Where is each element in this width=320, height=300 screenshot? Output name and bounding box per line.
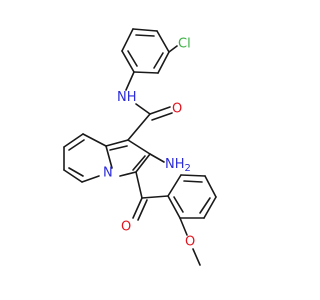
ring-nitrogen-label: N xyxy=(103,166,113,181)
n-carbonyl-bond xyxy=(135,103,151,115)
double-bond-inner xyxy=(68,139,85,151)
structure-canvas: Cl NH O NH2 N O O xyxy=(63,28,217,266)
double-bond-inner xyxy=(173,196,184,213)
c-cl-bond xyxy=(168,45,178,53)
bond xyxy=(81,175,100,183)
amide-c-o-bond xyxy=(149,106,171,115)
bond xyxy=(132,28,158,32)
c3-carbonyl-bond xyxy=(135,171,143,199)
double-bond-inner xyxy=(183,180,203,183)
double-bond-inner xyxy=(109,145,128,151)
bond xyxy=(156,30,170,53)
c-o-ether-bond xyxy=(179,217,188,236)
o-methyl-bond xyxy=(192,248,201,266)
bond xyxy=(167,174,182,197)
double-bond-inner xyxy=(132,155,146,171)
bond xyxy=(127,139,151,155)
double-bond-inner xyxy=(199,197,211,214)
double-bond-inner xyxy=(127,50,138,67)
amide-nitrogen-label: NH xyxy=(117,90,137,105)
bond xyxy=(119,171,137,177)
bond xyxy=(135,153,151,173)
pyrrole-ring xyxy=(105,139,151,177)
bond xyxy=(204,175,217,198)
bond xyxy=(82,133,107,147)
nh-h: H xyxy=(127,90,137,105)
amino-subscript: 2 xyxy=(185,163,191,174)
chlorine-label: Cl xyxy=(178,37,191,52)
bond xyxy=(180,174,206,177)
ether-oxygen-label: O xyxy=(185,235,195,250)
ketone-oxygen-label: O xyxy=(121,220,131,235)
c-nh2-bond xyxy=(149,153,165,163)
bond xyxy=(167,195,181,219)
bond xyxy=(203,196,217,219)
amino-nh: NH xyxy=(165,157,185,172)
carbonyl-c1-bond xyxy=(127,113,151,141)
double-bond-inner xyxy=(153,52,164,69)
ring-n-bond xyxy=(125,71,135,91)
bond xyxy=(105,139,129,147)
bond xyxy=(63,133,84,148)
nh-n: N xyxy=(117,90,127,105)
carbonyl-aryl-bond xyxy=(141,195,169,199)
pyridine-ring xyxy=(63,133,107,183)
ketone-c-o-bond xyxy=(132,197,143,219)
double-bond-inner xyxy=(68,167,84,177)
amino-group-label: NH2 xyxy=(165,157,191,174)
methoxyphenyl-ring xyxy=(167,174,217,219)
bond xyxy=(121,28,134,52)
bond xyxy=(157,51,170,74)
ketone-c-o-bond-2 xyxy=(137,199,148,221)
chlorophenyl-ring xyxy=(121,28,170,74)
bond xyxy=(105,145,113,169)
amide-oxygen-label: O xyxy=(172,102,182,117)
amide-c-o-bond-2 xyxy=(151,112,173,121)
double-bond-inner xyxy=(135,34,155,37)
bond xyxy=(121,50,135,73)
bond xyxy=(133,71,159,74)
molecule-drawing: Cl NH O NH2 N O O xyxy=(63,28,217,266)
bond xyxy=(63,169,83,183)
